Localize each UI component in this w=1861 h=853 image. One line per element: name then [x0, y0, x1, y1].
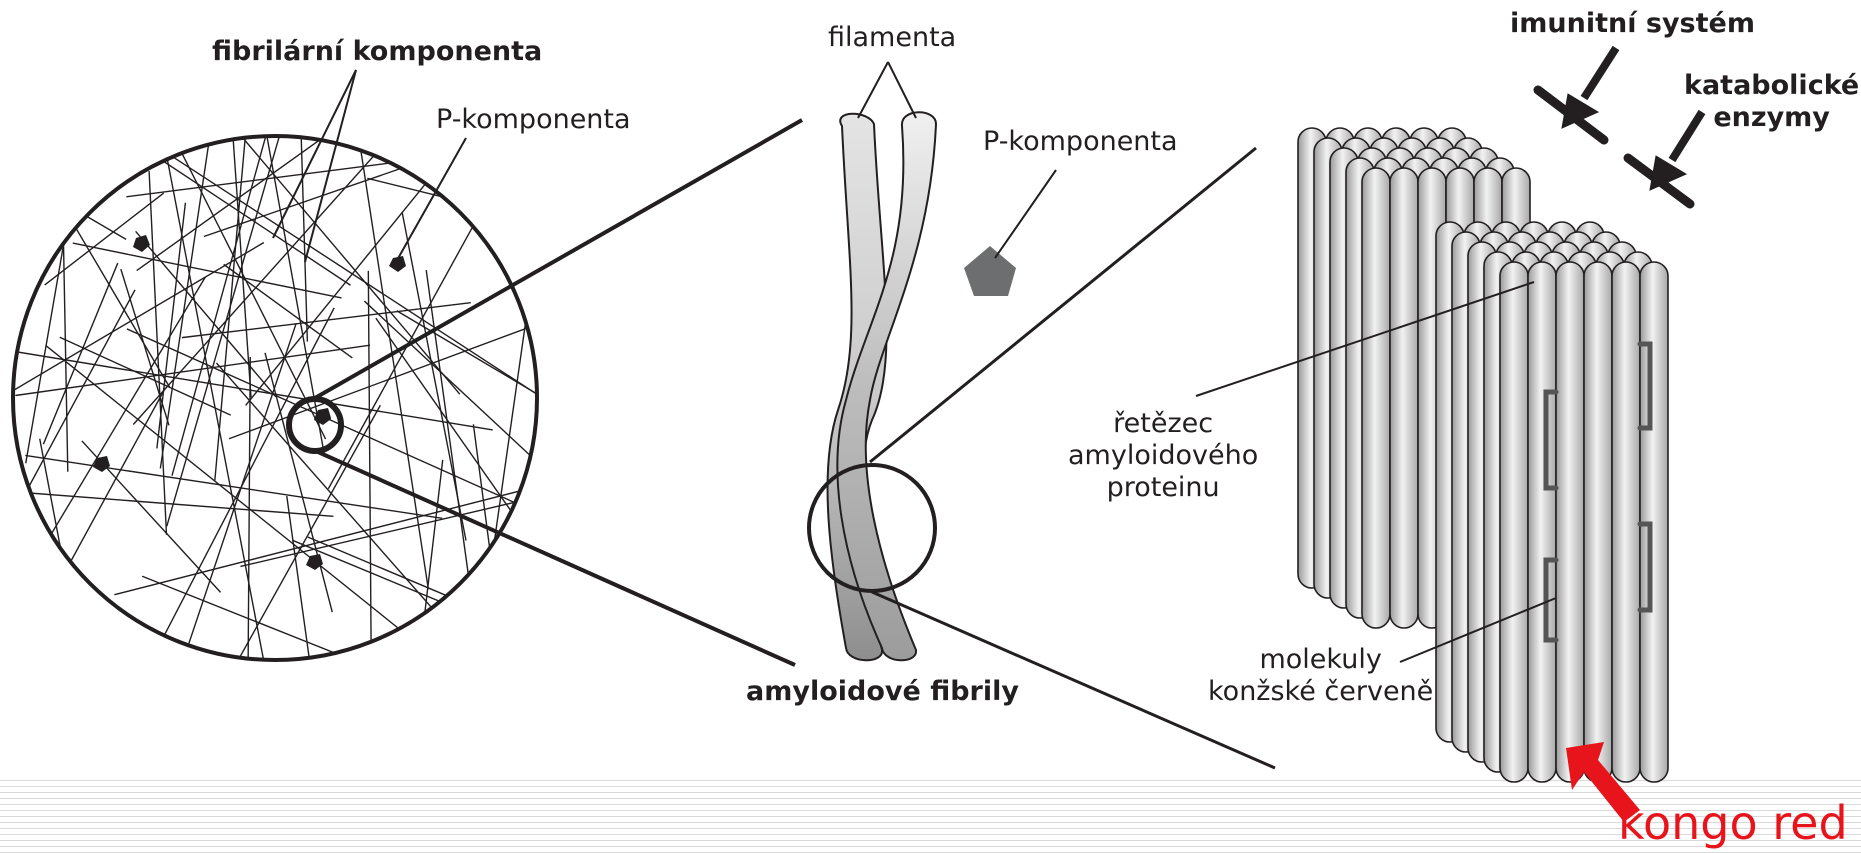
p-component-pentagon — [964, 246, 1016, 296]
label-immune-system: imunitní systém — [1510, 8, 1755, 40]
fibril-tube — [1528, 262, 1556, 782]
fibril-tube — [1584, 262, 1612, 782]
label-catabolic-enzymes: katabolické enzymy — [1684, 70, 1859, 134]
fibril-tube — [1390, 168, 1418, 628]
fibril-tube — [1500, 262, 1528, 782]
label-fibrillar-component: fibrilární komponenta — [212, 36, 542, 68]
label-protein-chain: řetězec amyloidového proteinu — [1068, 408, 1258, 504]
label-kongo-red: kongo red — [1618, 796, 1848, 850]
label-p-component-mid: P-komponenta — [983, 126, 1178, 158]
fibril-tube — [1556, 262, 1584, 782]
label-amyloid-fibrils: amyloidové fibrily — [746, 676, 1019, 708]
fibril-meshwork-circle — [0, 0, 742, 815]
twisted-filaments — [828, 112, 936, 660]
fibril-tube — [1612, 262, 1640, 782]
immune-system-arrow — [1538, 48, 1616, 140]
label-filaments: filamenta — [828, 22, 956, 54]
label-p-component-left: P-komponenta — [436, 104, 631, 136]
fibril-tube — [1362, 168, 1390, 628]
label-congo-red-molecules: molekuly konžské červeně — [1208, 644, 1433, 708]
